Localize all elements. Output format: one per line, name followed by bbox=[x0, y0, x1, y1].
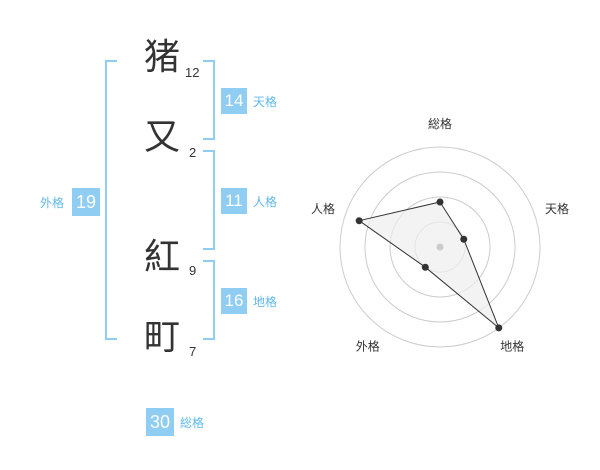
jinkaku-value: 11 bbox=[221, 188, 247, 214]
stroke-count-2: 2 bbox=[189, 145, 197, 160]
soukaku-value: 30 bbox=[146, 408, 174, 436]
jinkaku-label: 人格 bbox=[253, 195, 278, 209]
radar-ring bbox=[339, 146, 541, 348]
radar-center-dot bbox=[436, 243, 444, 251]
radar-axis-label-5: 人格 bbox=[311, 201, 335, 216]
radar-point-1 bbox=[436, 198, 444, 206]
radar-axis-label-1: 総格 bbox=[428, 116, 452, 131]
tenkaku-label: 天格 bbox=[253, 95, 278, 109]
radar-ring bbox=[389, 196, 491, 298]
radar-point-4 bbox=[421, 263, 429, 271]
radar-axis-label-4: 外格 bbox=[356, 339, 380, 354]
name-char-2: 又 bbox=[143, 117, 180, 158]
gaikaku-label: 外格 bbox=[40, 196, 65, 210]
radar-point-2 bbox=[460, 235, 468, 243]
stroke-count-3: 9 bbox=[189, 263, 197, 278]
soukaku-label: 総格 bbox=[180, 416, 205, 430]
name-char-4: 町 bbox=[143, 317, 180, 358]
gaikaku-value: 19 bbox=[72, 188, 100, 216]
radar-point-5 bbox=[355, 217, 363, 225]
radar-axis-label-3: 地格 bbox=[500, 339, 524, 354]
stroke-count-4: 7 bbox=[189, 344, 197, 359]
radar-ring bbox=[364, 171, 516, 323]
chikaku-label: 地格 bbox=[253, 295, 278, 309]
radar-points bbox=[355, 198, 503, 332]
radar-point-3 bbox=[495, 324, 503, 332]
name-char-3: 紅 bbox=[143, 237, 180, 278]
chikaku-value: 16 bbox=[221, 288, 247, 314]
tenkaku-value: 14 bbox=[221, 88, 247, 114]
radar-axis-label-2: 天格 bbox=[545, 201, 569, 216]
name-char-1: 猪 bbox=[143, 37, 180, 78]
stroke-count-1: 12 bbox=[185, 65, 200, 80]
radar-series-polygon bbox=[357, 201, 500, 329]
